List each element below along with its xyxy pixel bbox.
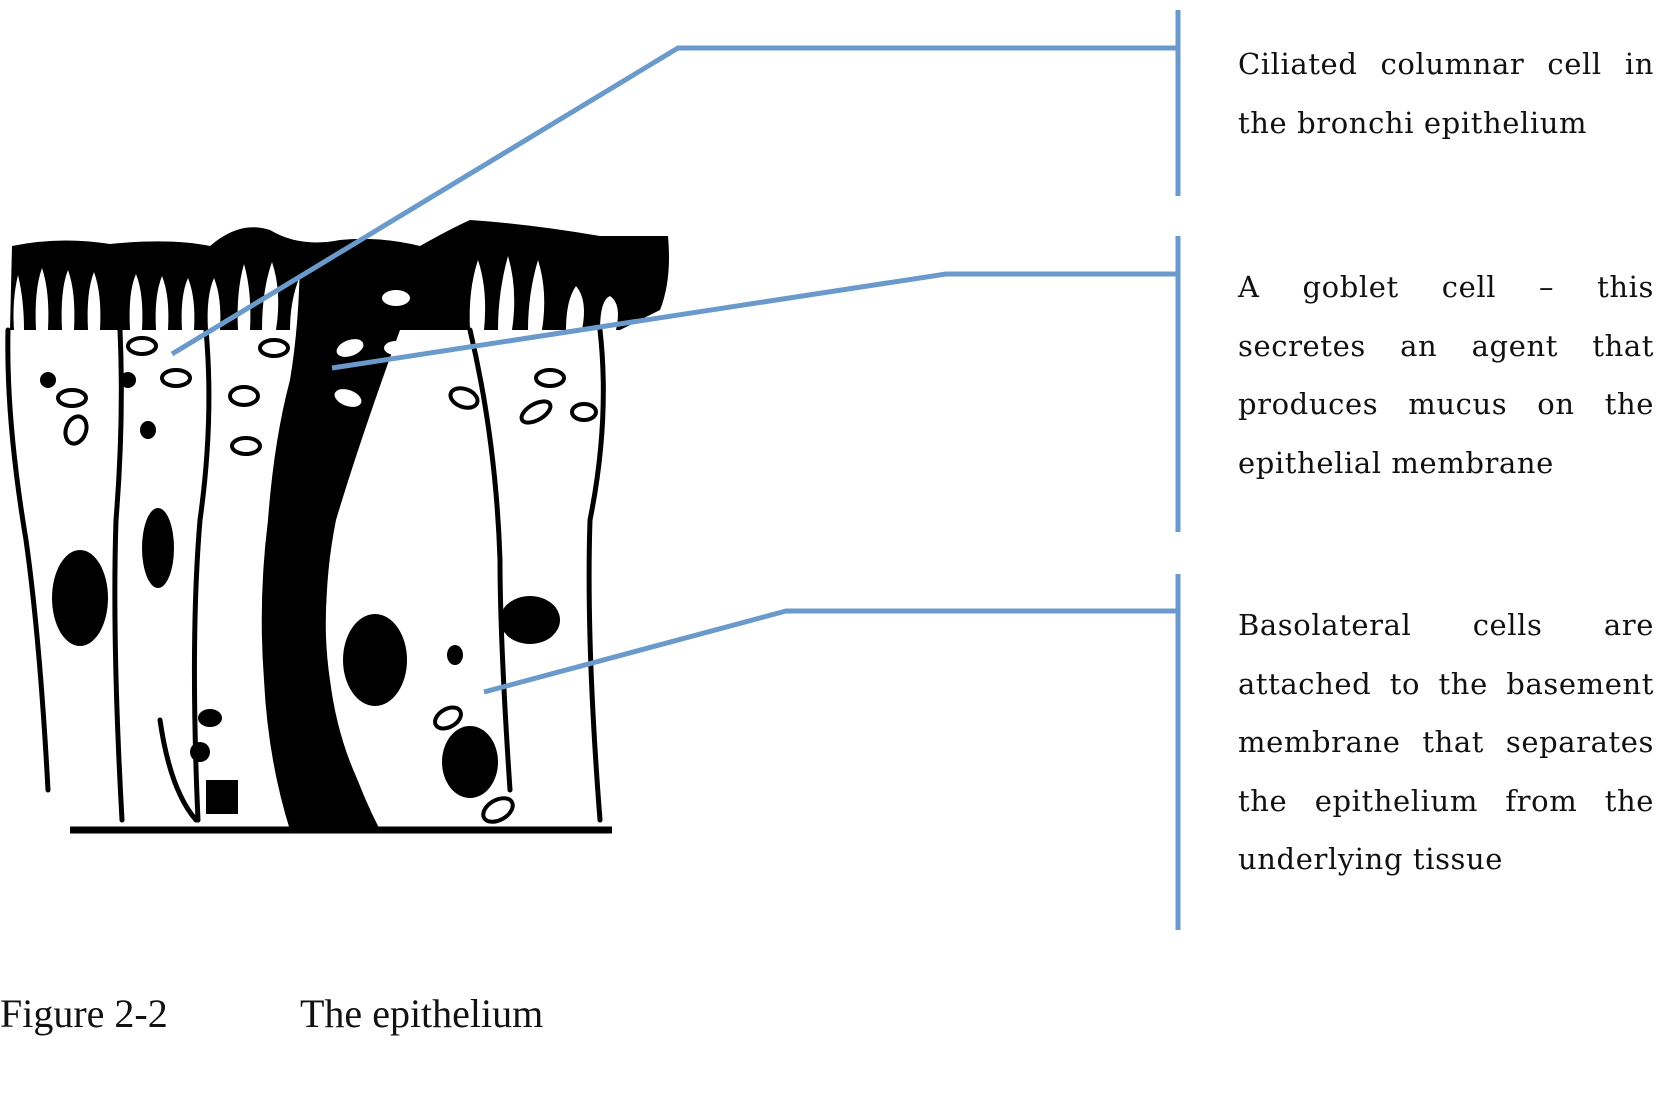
figure-title: The epithelium [300, 991, 544, 1036]
nuclei [40, 372, 560, 814]
mucus-granules [334, 290, 452, 407]
leader-line-ciliated [170, 45, 1178, 357]
figure-number: Figure 2-2 [0, 991, 168, 1036]
leader-line-goblet [331, 271, 1178, 371]
callout-lines [170, 10, 1181, 930]
label-basolateral-cells: Basolateral cells are attached to the ba… [1238, 608, 1654, 876]
vesicles [56, 336, 598, 824]
goblet-cell-body [261, 246, 470, 830]
label-ciliated-columnar-cell: Ciliated columnar cell in the bronchi ep… [1238, 47, 1654, 140]
leader-line-basolateral [483, 608, 1178, 695]
cilia-gaps [13, 256, 618, 330]
label-goblet-cell: A goblet cell – this secretes an agent t… [1238, 270, 1654, 480]
figure-caption: Figure 2-2 The epithelium [0, 990, 543, 1037]
epithelium-illustration [5, 220, 669, 834]
cell-outlines [5, 327, 606, 823]
